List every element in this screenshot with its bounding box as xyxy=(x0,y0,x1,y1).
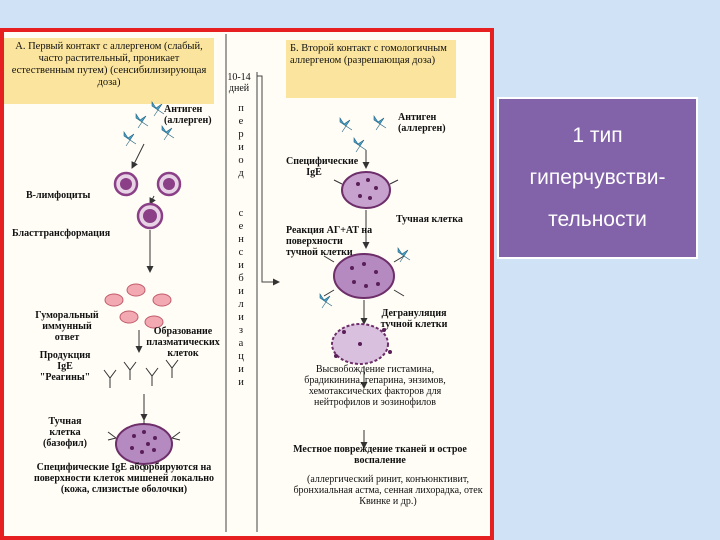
antigen-group-b xyxy=(339,115,387,153)
vertical-letter: р xyxy=(238,129,244,140)
mast-cell-b3 xyxy=(331,323,392,365)
antigen-label-b: Антиген (аллерген) xyxy=(398,112,446,134)
vertical-letter: и xyxy=(238,142,244,153)
type-card-line-1: 1 тип xyxy=(572,124,623,147)
figure-frame: А. Первый контакт с аллергеном (слабый, … xyxy=(0,28,494,540)
blast-cell-nucleus xyxy=(143,209,157,223)
mast-cell-b2 xyxy=(319,247,411,309)
vertical-letter: и xyxy=(238,260,244,271)
vertical-letter: д xyxy=(238,168,244,179)
plasma-cells xyxy=(104,283,172,329)
vertical-letter: и xyxy=(238,286,244,297)
examples-label: (аллергический ринит, конъюнктивит, брон… xyxy=(293,474,483,507)
ige-antibodies-a xyxy=(103,359,179,388)
vertical-letter: и xyxy=(238,312,244,323)
mast-basophil-label: Тучная клетка (базофил) xyxy=(43,416,87,449)
specific-ige-b-label: Специфические IgE xyxy=(286,156,359,178)
mast-cell-b1 xyxy=(333,171,399,209)
vertical-letter: з xyxy=(238,325,244,336)
b-lymphocyte-1-nucleus xyxy=(120,178,132,190)
ige-production-label: Продукция IgE "Реагины" xyxy=(39,350,91,383)
antigen-star-b3 xyxy=(373,115,387,131)
antigen-star-a1 xyxy=(135,113,149,129)
antigen-star-a2 xyxy=(151,101,165,117)
b-lymphocytes-label: В-лимфоциты xyxy=(26,190,91,201)
vertical-letter: п xyxy=(238,103,244,114)
vertical-letter: б xyxy=(238,273,244,284)
b-lymphocyte-2-nucleus xyxy=(163,178,175,190)
release-label: Высвобождение гистамина, брадикинина, ге… xyxy=(304,364,446,408)
vertical-letter: л xyxy=(238,299,244,310)
vertical-letter: о xyxy=(238,155,244,166)
vertical-letter: с xyxy=(238,208,244,219)
panel-b-title: Б. Второй контакт с гомологичным аллерге… xyxy=(286,40,456,98)
arrow-antigen-to-b xyxy=(131,143,145,169)
antigen-star-b5 xyxy=(319,293,333,309)
plasma-cell-1 xyxy=(104,293,124,307)
plasma-cell-3 xyxy=(152,293,172,307)
plasma-cell-5 xyxy=(144,315,164,329)
vertical-letter: с xyxy=(238,247,244,258)
vertical-letter: н xyxy=(238,234,244,245)
days-label: 10-14 дней xyxy=(227,72,251,94)
plasma-label: Образование плазматических клеток xyxy=(146,326,220,359)
vertical-letter: а xyxy=(238,338,244,349)
type-card-line-2: гиперчувстви- xyxy=(529,166,666,189)
antigen-star-b1 xyxy=(339,117,353,133)
vertical-letter: е xyxy=(238,116,244,127)
antigen-star-a3 xyxy=(123,131,137,147)
antigen-label-a: Антиген (аллерген) xyxy=(164,104,212,126)
vertical-letter: ц xyxy=(238,351,244,362)
degranulation-label: Дегрануляция тучной клетки xyxy=(380,308,448,330)
vertical-letter: и xyxy=(238,364,244,375)
plasma-cell-4 xyxy=(119,310,139,324)
panel-a-title: А. Первый контакт с аллергеном (слабый, … xyxy=(4,38,214,104)
mast-cell-b-label: Тучная клетка xyxy=(396,214,463,225)
specific-ige-a-label: Специфические IgE абсорбируются на повер… xyxy=(33,462,215,495)
antigen-star-b4 xyxy=(397,247,411,263)
bracket-arrow xyxy=(257,75,280,286)
antigen-star-b2 xyxy=(353,137,367,153)
damage-label: Местное повреждение тканей и острое восп… xyxy=(293,444,467,466)
type-card: 1 тип гиперчувстви- тельности xyxy=(497,97,698,259)
plasma-cell-2 xyxy=(126,283,146,297)
blast-label: Бласттрансформация xyxy=(12,228,111,239)
humoral-label: Гуморальный иммунный ответ xyxy=(35,310,99,343)
mast-cell-a xyxy=(107,416,181,472)
antigen-star-a4 xyxy=(161,125,175,141)
diagram-graphics xyxy=(103,34,411,532)
reaction-label: Реакция АГ+АТ на поверхности тучной клет… xyxy=(286,225,373,258)
vertical-letter: е xyxy=(238,221,244,232)
vertical-letter: и xyxy=(238,377,244,388)
type-card-line-3: тельности xyxy=(548,208,647,231)
allergy-diagram: А. Первый контакт с аллергеном (слабый, … xyxy=(4,32,490,536)
antigen-group-a xyxy=(123,101,175,147)
arrow-b-to-blast xyxy=(149,195,156,205)
